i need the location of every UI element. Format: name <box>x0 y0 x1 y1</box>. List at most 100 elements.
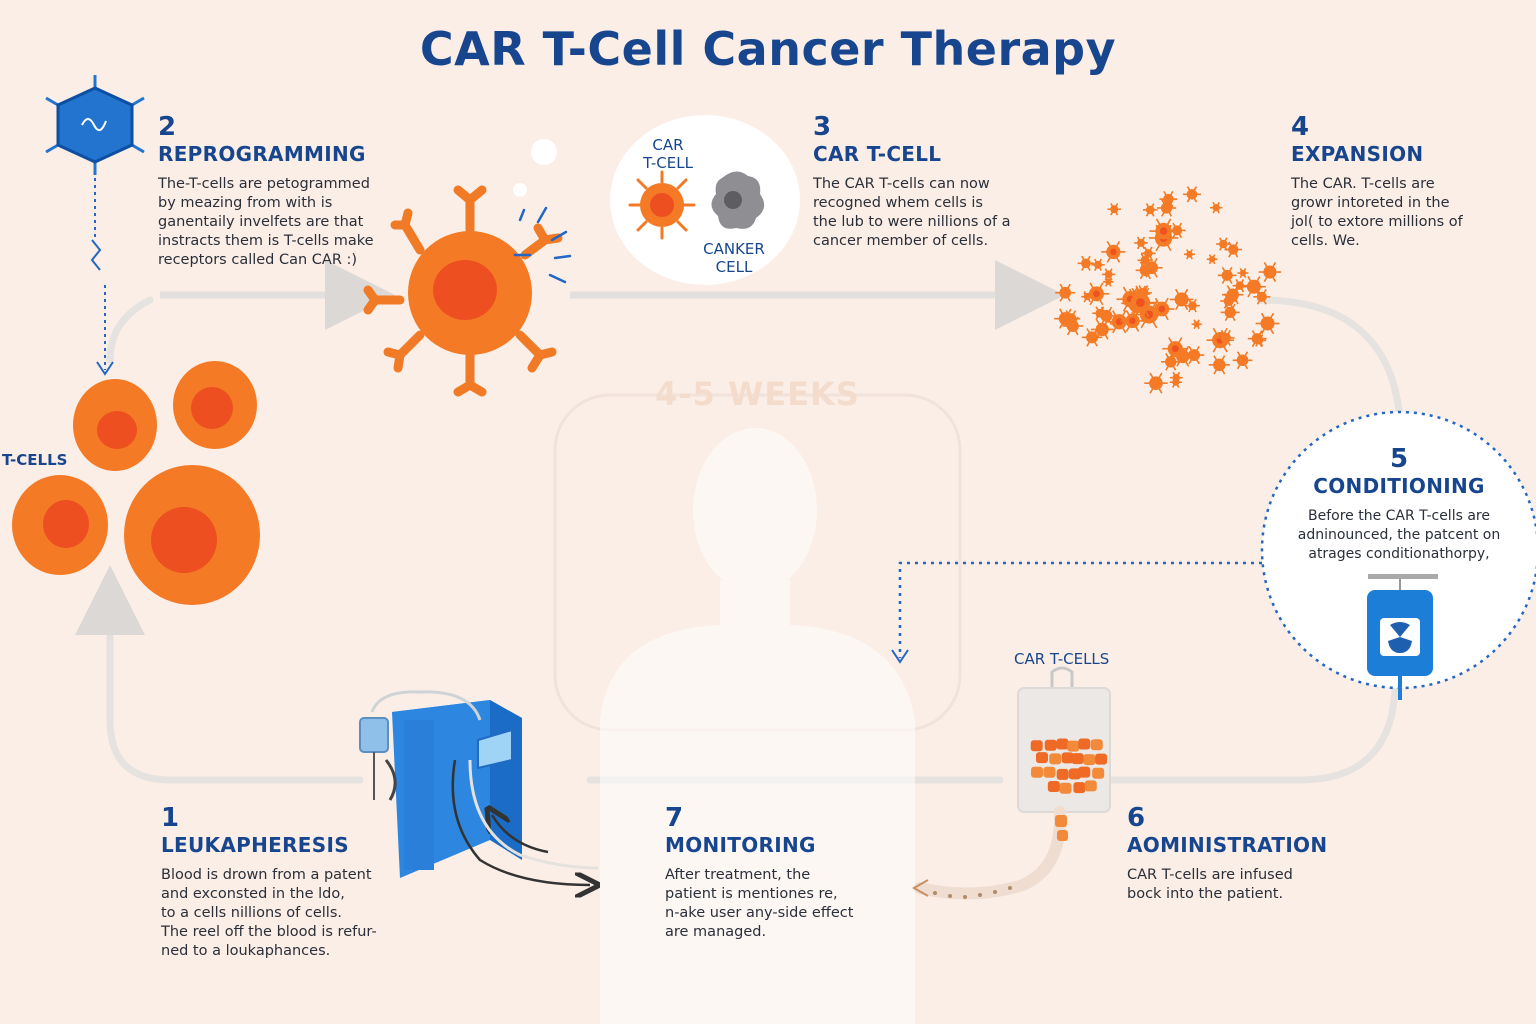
expansion-cell <box>1149 218 1178 244</box>
expansion-cell <box>1169 288 1194 311</box>
step-title: EXPANSION <box>1291 142 1424 166</box>
expansion-cell <box>1191 319 1202 330</box>
expansion-cell <box>1161 353 1181 371</box>
step-title: AOMINISTRATION <box>1127 833 1328 857</box>
bag-cell <box>1078 766 1091 778</box>
step-5: 5 CONDITIONING Before the CAR T-cells ar… <box>1280 444 1518 564</box>
step-title: REPROGRAMMING <box>158 142 366 166</box>
step-description: The-T-cells are petogrammed by meazing f… <box>158 176 374 268</box>
expansion-cell <box>1222 285 1244 305</box>
step-number: 3 <box>813 112 832 142</box>
expansion-cell <box>1062 316 1084 336</box>
expansion-cell <box>1102 276 1114 287</box>
step-4: 4 EXPANSION The CAR. T-cells are growr i… <box>1291 112 1491 251</box>
expansion-cell <box>1141 246 1156 261</box>
bag-cell <box>1056 738 1069 750</box>
step-description: The CAR T-cells can now recogned whem ce… <box>813 176 1011 249</box>
expansion-cell <box>1183 186 1201 203</box>
bag-cell <box>1073 782 1086 794</box>
expansion-cell <box>1162 337 1189 361</box>
expansion-cell <box>1135 261 1156 280</box>
step-7: 7 MONITORING After treatment, the patien… <box>665 803 875 942</box>
expansion-cell <box>1102 268 1116 281</box>
expansion-cell <box>1149 297 1175 321</box>
apheresis-machine <box>359 690 598 885</box>
expansion-cell <box>1159 191 1178 208</box>
step-number: 4 <box>1291 112 1310 142</box>
expansion-cell <box>1185 298 1200 313</box>
step-6: 6 AOMINISTRATION CAR T-cells are infused… <box>1127 803 1347 904</box>
step-2: 2 REPROGRAMMING The-T-cells are petogram… <box>158 112 398 270</box>
conditioning-connector <box>898 561 1262 658</box>
expansion-cell <box>1253 289 1271 305</box>
expansion-cell <box>1123 287 1157 318</box>
step-title: MONITORING <box>665 833 816 857</box>
patient-silhouette <box>600 428 915 1024</box>
expansion-cell <box>1090 319 1114 340</box>
step-number: 6 <box>1127 803 1146 833</box>
weeks-label: 4-5 WEEKS <box>655 375 860 413</box>
step-title: CAR T-CELL <box>813 142 942 166</box>
conditioning-iv-bag <box>1367 574 1438 700</box>
expansion-cell <box>1107 202 1121 216</box>
expansion-cell <box>1258 261 1282 283</box>
bag-cell <box>1090 739 1103 751</box>
expansion-cell <box>1169 376 1182 388</box>
expansion-cell <box>1217 266 1237 284</box>
step-number: 2 <box>158 112 177 142</box>
bag-cell <box>1056 768 1069 780</box>
bag-cell <box>1067 740 1080 752</box>
recognition-bubble <box>513 115 800 285</box>
expansion-cell <box>1220 303 1240 322</box>
page-title: CAR T-Cell Cancer Therapy <box>419 22 1117 76</box>
expansion-cell <box>1206 254 1218 265</box>
bag-cell <box>1078 738 1091 750</box>
bag-cell <box>1095 753 1108 765</box>
bag-cell <box>1044 739 1057 751</box>
bag-cell <box>1061 752 1074 764</box>
step-description: CAR T-cells are infused bock into the pa… <box>1127 867 1293 902</box>
virus-icon <box>45 75 145 376</box>
expansion-cell <box>1232 279 1248 293</box>
step-number: 7 <box>665 803 684 833</box>
expansion-cell <box>1217 329 1235 346</box>
bag-cell <box>1043 766 1056 778</box>
expansion-cell <box>1144 372 1168 394</box>
expansion-cell <box>1252 334 1266 347</box>
expansion-cell <box>1224 241 1242 258</box>
bag-cell <box>1031 766 1044 778</box>
step-description: After treatment, the patient is mentione… <box>665 867 854 940</box>
bag-cell <box>1084 780 1097 792</box>
step-description: The CAR. T-cells are growr intoreted in … <box>1291 176 1463 249</box>
step-title: CONDITIONING <box>1313 474 1485 498</box>
expansion-cell <box>1096 306 1117 326</box>
activation-lines <box>513 206 572 284</box>
expansion-cell <box>1134 236 1148 250</box>
step-title: LEUKAPHERESIS <box>161 833 349 857</box>
bag-cell <box>1030 740 1043 752</box>
expansion-cell <box>1142 203 1158 217</box>
expansion-cell <box>1077 255 1095 271</box>
bag-cell <box>1092 767 1105 779</box>
expansion-cell <box>1232 351 1253 370</box>
car-t-cells-bag <box>911 666 1111 900</box>
expansion-cell <box>1120 310 1145 332</box>
bag-cell <box>1071 753 1084 765</box>
step-description: Blood is drown from a patent and exconst… <box>161 867 377 959</box>
expansion-cell <box>1183 249 1196 260</box>
expansion-cell-cloud <box>1054 186 1282 394</box>
step-number: 5 <box>1389 444 1409 474</box>
bag-cell <box>1059 782 1072 794</box>
expansion-cell <box>1237 267 1249 279</box>
step-3: 3 CAR T-CELL The CAR T-cells can now rec… <box>813 112 1033 251</box>
bag-cell <box>1047 781 1060 793</box>
t-cells-label: T-CELLS <box>2 451 68 469</box>
bag-cell <box>1049 753 1062 765</box>
expansion-cell <box>1255 312 1280 335</box>
bag-cell <box>1068 768 1081 780</box>
expansion-cell <box>1210 201 1223 214</box>
bag-cell <box>1083 754 1096 766</box>
expansion-cell <box>1083 282 1110 306</box>
